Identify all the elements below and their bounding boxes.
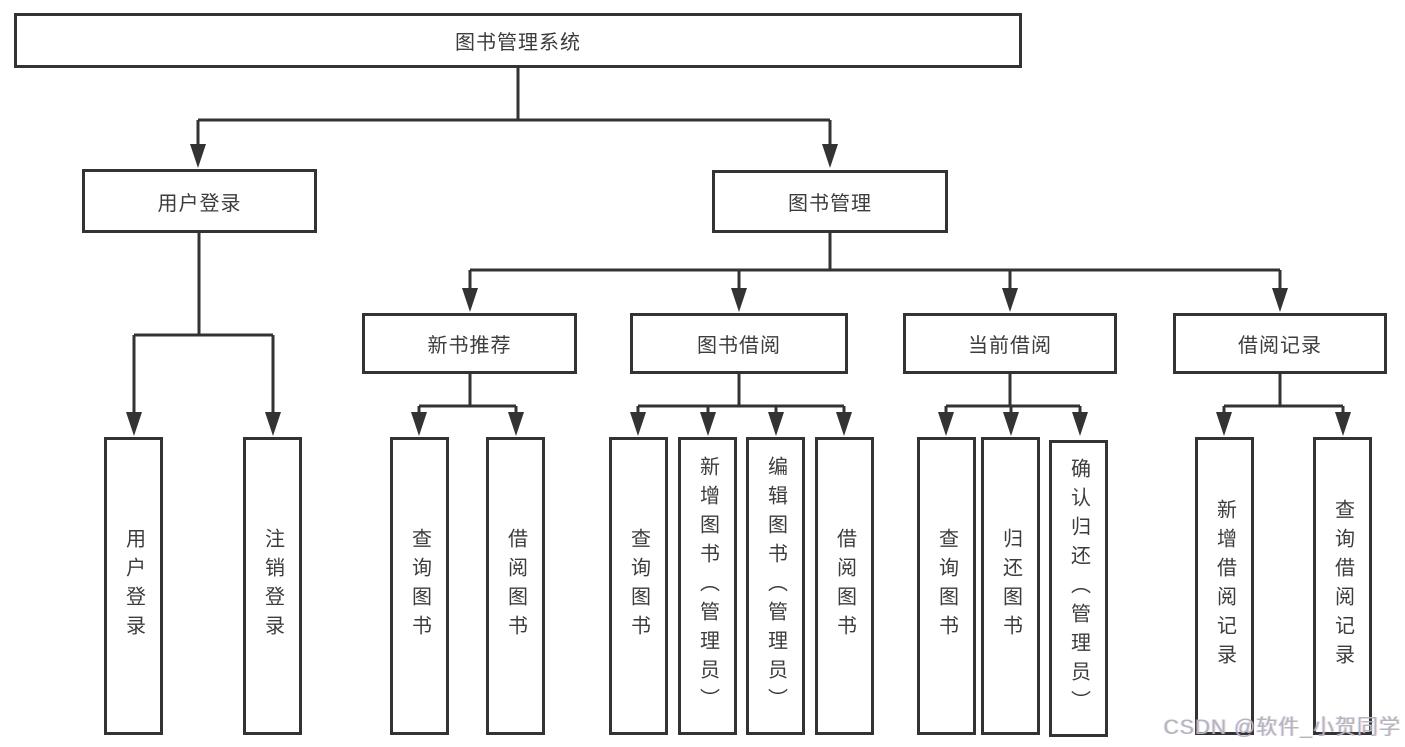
leaf-borrowing-query-books: 查询图书 (609, 437, 668, 735)
leaf-borrowing-add-books-admin: 新增图书（管理员） (678, 437, 737, 735)
leaf-borrowing-edit-books-admin: 编辑图书（管理员） (746, 437, 805, 735)
node-current-borrowing: 当前借阅 (903, 313, 1117, 374)
node-book-management: 图书管理 (712, 170, 948, 233)
watermark: CSDN @软件_小贺同学 (1163, 716, 1401, 739)
node-book-borrowing: 图书借阅 (630, 313, 848, 374)
leaf-newrec-query-books: 查询图书 (390, 437, 449, 735)
leaf-records-query-record: 查询借阅记录 (1313, 437, 1372, 735)
leaf-borrowing-borrow-books: 借阅图书 (815, 437, 874, 735)
leaf-logout: 注销登录 (243, 437, 302, 735)
leaf-current-query-books: 查询图书 (917, 437, 976, 735)
leaf-user-login: 用户登录 (104, 437, 163, 735)
node-user-login: 用户登录 (82, 169, 317, 233)
arrowheads (126, 144, 1351, 436)
node-root: 图书管理系统 (14, 13, 1022, 68)
node-new-book-recommend: 新书推荐 (362, 313, 577, 374)
leaf-current-return-books: 归还图书 (981, 437, 1040, 735)
leaf-current-confirm-return-admin: 确认归还（管理员） (1049, 440, 1108, 737)
leaf-newrec-borrow-books: 借阅图书 (486, 437, 545, 735)
leaf-records-add-record: 新增借阅记录 (1195, 437, 1254, 735)
node-borrow-records: 借阅记录 (1173, 313, 1387, 374)
